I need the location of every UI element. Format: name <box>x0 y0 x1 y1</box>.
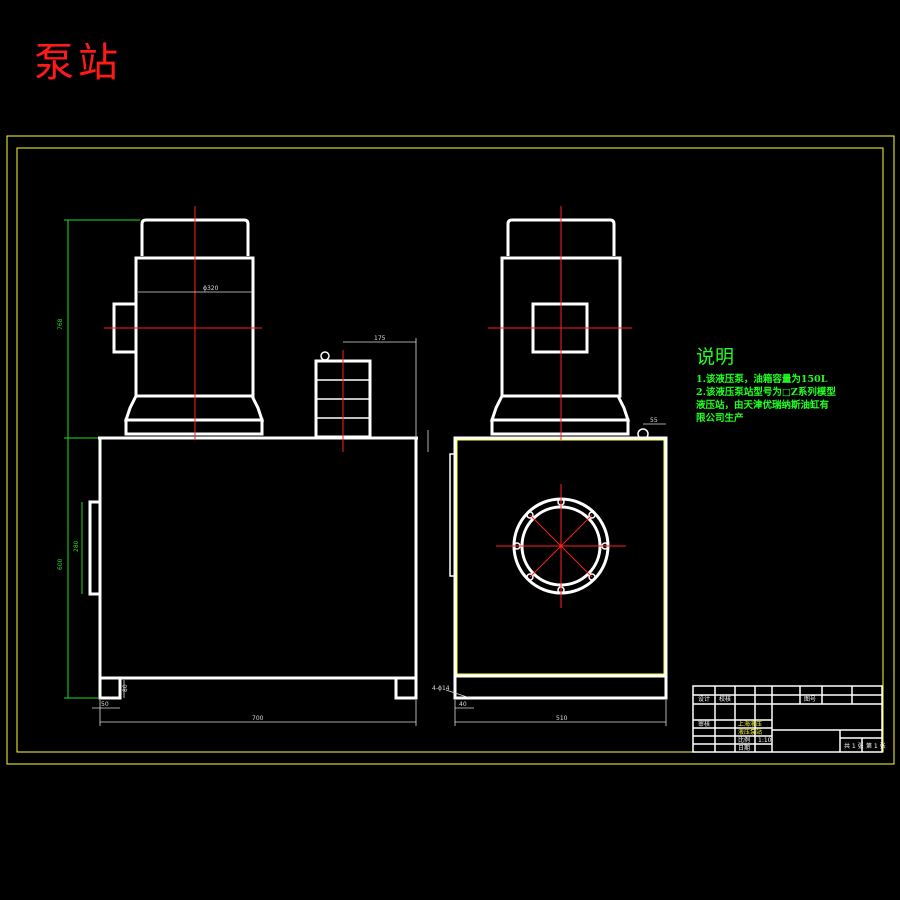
tb-scale-value: 1:10 <box>758 737 772 744</box>
drawing-title: 泵站 <box>34 40 122 86</box>
tank-leg-left <box>98 678 122 700</box>
breather-cap <box>320 351 330 361</box>
dim-tank-height: 600 <box>57 558 64 570</box>
side-view: 510 40 4-ϕ14 55 <box>432 206 668 726</box>
tb-company: 上海液压 <box>738 720 762 728</box>
dim-leg-height: 80 <box>122 684 129 692</box>
side-bracket <box>449 453 456 577</box>
tb-product: 液压泵站 <box>738 728 762 736</box>
dim-leader-bolt <box>445 689 471 699</box>
title-block-frame <box>692 685 883 753</box>
dim-overall-height: 768 <box>57 318 64 330</box>
tb-check: 校核 <box>719 695 731 703</box>
title-block: 设计 校核 图号 审核 上海液压 液压泵站 比例 1:10 日期 共 1 张 第… <box>692 685 886 753</box>
dim-side-top: 55 <box>650 417 658 424</box>
note-line-1: 1.该液压泵，油箱容量为150L <box>696 374 828 385</box>
dim-motor-width: ϕ320 <box>203 285 219 292</box>
note-line-3: 液压站，由天津优瑞纳斯油缸有 <box>696 400 830 411</box>
side-port <box>88 500 102 596</box>
side-motor-flange <box>490 418 630 436</box>
tb-sheet-no: 第 1 张 <box>866 742 886 750</box>
tb-drawing-no: 图号 <box>804 696 816 703</box>
front-view: 768 600 280 ϕ320 175 700 80 50 <box>57 206 429 726</box>
cover-diag <box>529 514 593 578</box>
bell-housing <box>123 395 265 422</box>
side-base <box>453 676 668 700</box>
side-bell-housing <box>489 395 631 422</box>
dim-filter-offset: 175 <box>374 335 386 342</box>
dim-side-width: 510 <box>556 715 568 722</box>
tb-scale: 比例 <box>738 736 750 744</box>
dim-foot-offset: 40 <box>459 701 467 708</box>
outer-frame <box>6 135 895 765</box>
note-line-2: 2.该液压泵站型号为□Z系列模型 <box>696 387 836 398</box>
notes-heading: 说明 <box>696 346 735 368</box>
dim-side-offset: 50 <box>101 701 109 708</box>
note-line-4: 限公司生产 <box>696 413 744 424</box>
inner-frame <box>16 147 884 753</box>
dim-anchor-bolt: 4-ϕ14 <box>432 685 450 692</box>
motor-flange <box>124 418 264 436</box>
dim-total-width: 700 <box>252 715 264 722</box>
dim-port-span: 280 <box>73 540 80 552</box>
notes-panel: 说明 1.该液压泵，油箱容量为150L 2.该液压泵站型号为□Z系列模型 液压站… <box>696 342 856 425</box>
tb-sheet: 共 1 张 <box>844 742 864 750</box>
tb-design: 设计 <box>698 695 710 703</box>
tb-approve: 审核 <box>698 720 710 728</box>
oil-tank <box>98 436 418 680</box>
tb-date: 日期 <box>738 744 750 752</box>
tank-leg-right <box>394 678 418 700</box>
